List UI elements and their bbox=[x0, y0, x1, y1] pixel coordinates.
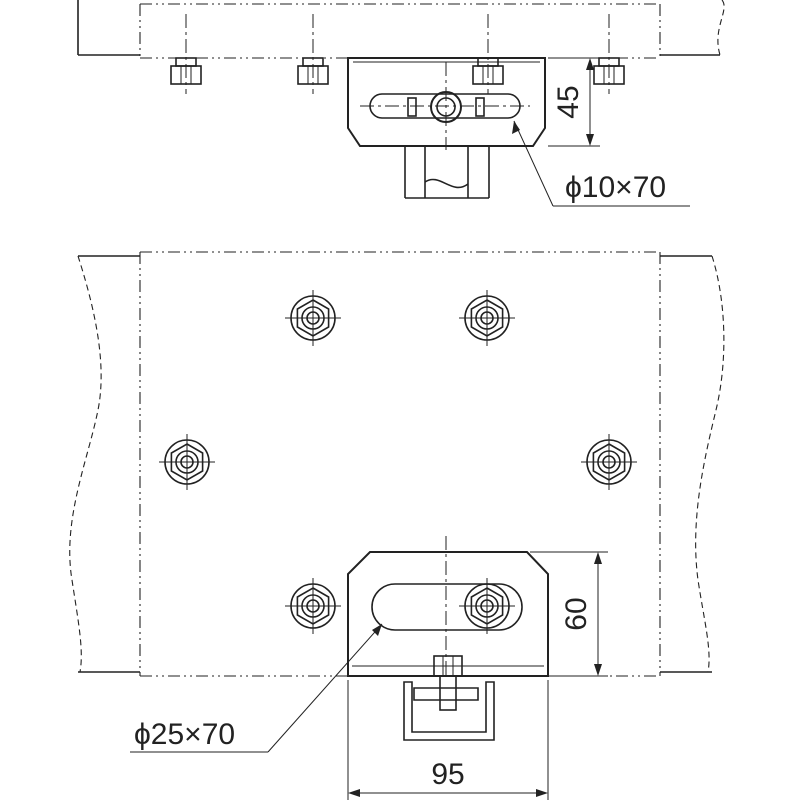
bolt-plan bbox=[581, 434, 637, 490]
bolt-plan bbox=[159, 434, 215, 490]
leader-phi25-arrow bbox=[372, 624, 382, 636]
channel-break bbox=[424, 178, 469, 189]
bolt-shank bbox=[436, 97, 456, 117]
dim45-arrow-top bbox=[586, 58, 594, 70]
dim-95-label: 95 bbox=[431, 758, 464, 791]
bolt-plan bbox=[459, 290, 515, 346]
washer-right bbox=[475, 97, 485, 117]
slot-phi25x70 bbox=[371, 583, 523, 631]
dim95-arrow-left bbox=[348, 789, 360, 797]
bolt-head bbox=[430, 91, 462, 123]
bolt-shank-side bbox=[439, 675, 457, 711]
bracket-plan-outline bbox=[347, 551, 549, 677]
bolt-plan bbox=[285, 578, 341, 634]
break-line-right bbox=[695, 255, 725, 673]
leader-phi25-diagonal bbox=[267, 623, 383, 753]
bracket-outline bbox=[347, 57, 546, 147]
dim95-arrow-right bbox=[536, 789, 548, 797]
dim45-arrow-bottom bbox=[586, 134, 594, 146]
dim-phi10x70-label: ϕ10×70 bbox=[565, 171, 666, 204]
bolt-nut bbox=[297, 57, 329, 85]
top-view: 45 ϕ10×70 bbox=[77, 0, 725, 207]
dim-phi25x70-label: ϕ25×70 bbox=[134, 718, 235, 751]
dim60-arrow-top bbox=[594, 552, 602, 564]
dim-60-label: 60 bbox=[560, 597, 593, 630]
break-line-right bbox=[717, 0, 725, 56]
leader-phi10-diagonal bbox=[513, 120, 554, 207]
channel-cross-section bbox=[403, 681, 495, 741]
washer-plate bbox=[413, 687, 479, 701]
dim60-arrow-bottom bbox=[594, 664, 602, 676]
plan-view: 60 ϕ25×70 95 bbox=[69, 251, 725, 800]
break-line-left bbox=[69, 255, 102, 673]
dim-45-label: 45 bbox=[552, 85, 585, 118]
bolt-nut bbox=[170, 57, 202, 85]
bolt-plan bbox=[285, 290, 341, 346]
washer-left bbox=[407, 97, 417, 117]
leader-phi10-arrow bbox=[512, 121, 520, 134]
bolt-nut bbox=[593, 57, 625, 85]
bolt-plan-in-slot bbox=[459, 578, 515, 634]
